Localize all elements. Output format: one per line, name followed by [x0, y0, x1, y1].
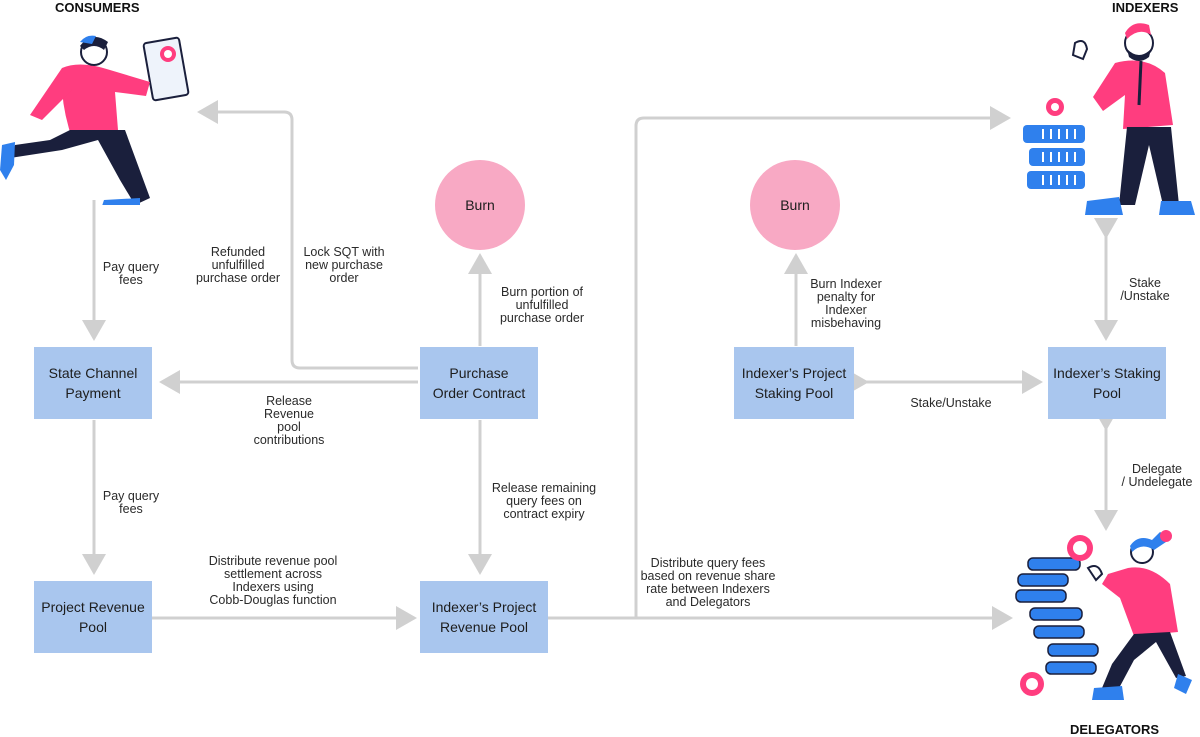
delegators-title: DELEGATORS	[1070, 722, 1160, 737]
raised-hand-icon	[1086, 565, 1104, 582]
burn-circle-left: Burn	[435, 160, 525, 250]
consumer-figure	[0, 35, 190, 205]
project-revenue-pool-node: Project Revenue Pool	[34, 581, 152, 653]
label-distribute-revenue: Distribute revenue pool settlement acros…	[208, 554, 338, 607]
label-burn-indexer: Burn Indexer penalty for Indexer misbeha…	[810, 277, 882, 330]
label-pay-query-fees-1: Pay query fees	[102, 260, 160, 287]
label-release-revenue: Release Revenue pool contributions	[253, 394, 325, 447]
label-delegate: Delegate / Undelegate	[1121, 462, 1193, 489]
burn-circle-right: Burn	[750, 160, 840, 250]
delegator-figure	[1015, 530, 1192, 700]
label-burn-portion: Burn portion of unfulfilled purchase ord…	[499, 285, 585, 325]
label-stake-unstake-top: Stake /Unstake	[1120, 276, 1170, 303]
arrow-to-indexers	[634, 106, 1011, 618]
purchase-order-contract-node: Purchase Order Contract	[420, 347, 538, 419]
label-lock-sqt: Lock SQT with new purchase order	[303, 245, 385, 285]
label-pay-query-fees-2: Pay query fees	[102, 489, 160, 516]
state-channel-payment-node: State Channel Payment	[34, 347, 152, 419]
indexer-project-revenue-pool-node: Indexer’s Project Revenue Pool	[420, 581, 548, 653]
consumers-title: CONSUMERS	[55, 0, 140, 15]
arrow-lock-refund	[197, 100, 418, 370]
tablet-icon	[142, 36, 190, 102]
server-stack-icon	[1023, 98, 1085, 189]
coin-stack-icon	[1015, 557, 1099, 675]
label-refunded: Refunded unfulfilled purchase order	[195, 245, 281, 285]
raised-hand-icon	[1071, 40, 1089, 61]
label-stake-unstake-mid: Stake/Unstake	[910, 396, 992, 410]
label-release-remaining: Release remaining query fees on contract…	[491, 481, 597, 521]
indexer-project-staking-pool-node: Indexer’s Project Staking Pool	[734, 347, 854, 419]
indexer-staking-pool-node: Indexer’s Staking Pool	[1048, 347, 1166, 419]
indexers-title: INDEXERS	[1112, 0, 1179, 15]
indexer-figure	[1023, 23, 1195, 215]
label-distribute-query: Distribute query fees based on revenue s…	[640, 556, 776, 609]
